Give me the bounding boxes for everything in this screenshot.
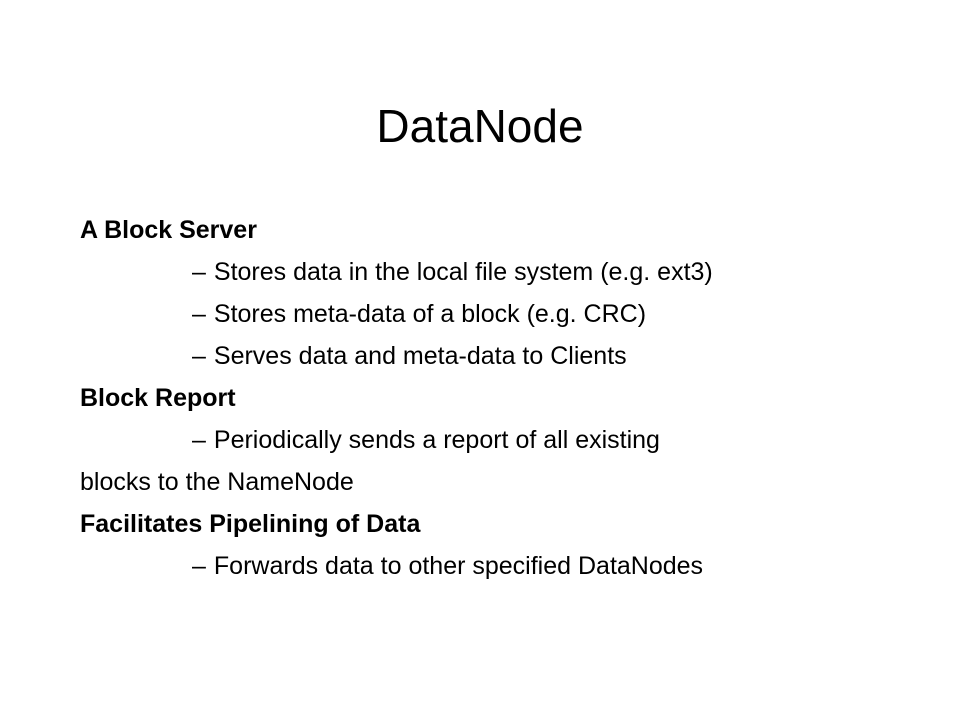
bullet-text: Stores meta-data of a block (e.g. CRC) <box>213 300 647 328</box>
bullet-text: Periodically sends a report of all exist… <box>213 426 660 454</box>
dash-glyph: – <box>192 258 206 286</box>
bullet-item: –Stores data in the local file system (e… <box>80 251 900 293</box>
dash-glyph: – <box>192 426 206 454</box>
bullet-item: –Periodically sends a report of all exis… <box>80 419 900 461</box>
bullet-text: Forwards data to other specified DataNod… <box>213 552 704 580</box>
slide-title: DataNode <box>376 100 584 152</box>
bullet-continuation: blocks to the NameNode <box>80 468 354 496</box>
dash-glyph: – <box>192 342 206 370</box>
bullet-item: –Forwards data to other specified DataNo… <box>80 545 900 587</box>
dash-glyph: – <box>192 552 206 580</box>
bullet-item: –Stores meta-data of a block (e.g. CRC) <box>80 293 900 335</box>
dash-glyph: – <box>192 300 206 328</box>
slide-body: A Block Server –Stores data in the local… <box>80 209 900 587</box>
bullet-text: Stores data in the local file system (e.… <box>213 258 713 286</box>
bullet-item: –Serves data and meta-data to Clients <box>80 335 900 377</box>
bullet-text: Serves data and meta-data to Clients <box>213 342 627 370</box>
section-heading-block-report: Block Report <box>80 384 236 412</box>
section-heading-pipelining: Facilitates Pipelining of Data <box>80 510 421 538</box>
section-heading-block-server: A Block Server <box>80 216 257 244</box>
